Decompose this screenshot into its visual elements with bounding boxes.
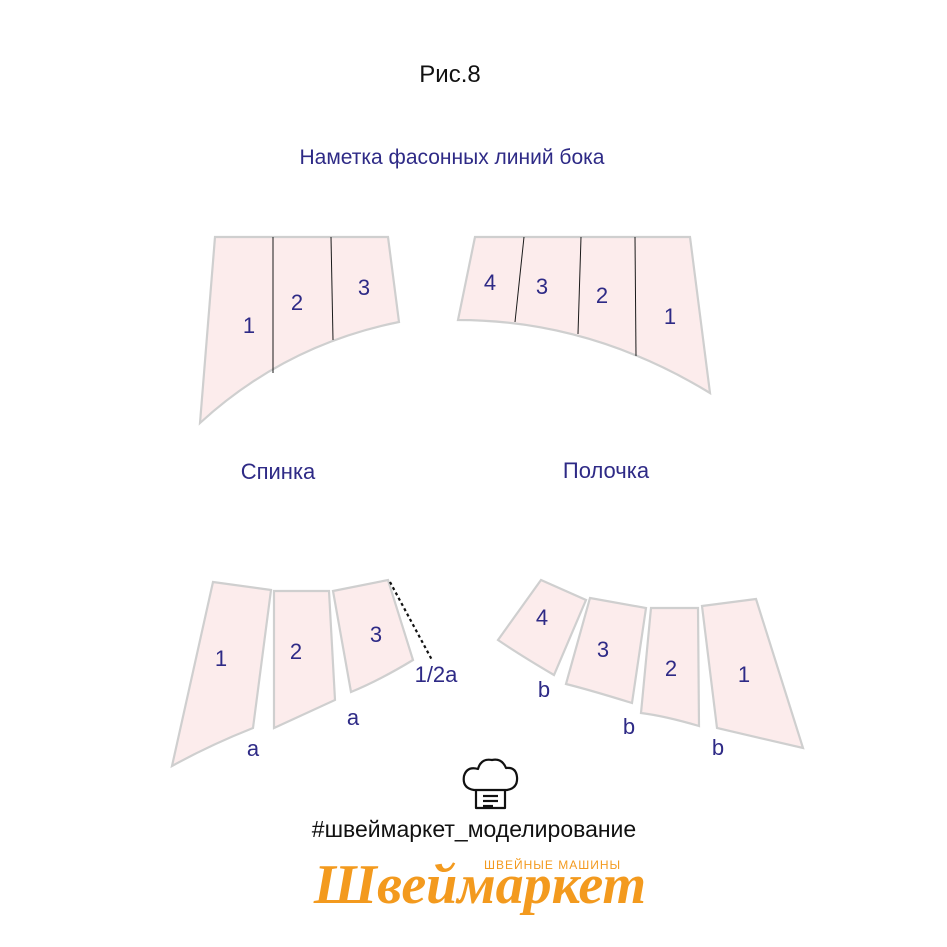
front-panel-number: 3: [536, 274, 548, 299]
front-panel: [564, 596, 648, 705]
cut-label: a: [247, 736, 260, 761]
front-panel-number: 3: [597, 637, 609, 662]
back-style-line-2: [330, 236, 334, 341]
back-panel-number: 2: [290, 639, 302, 664]
back-panel-number: 3: [358, 275, 370, 300]
cut-label: b: [538, 677, 550, 702]
back-panel-number: 1: [215, 646, 227, 671]
back-panel: [170, 580, 273, 769]
cut-label: a: [347, 705, 360, 730]
brand-logo: Швеймаркет ШВЕЙНЫЕ МАШИНЫ: [313, 854, 646, 916]
front-panels-separated: 4 3 2 1 b b b: [496, 578, 805, 760]
back-panel-number: 3: [370, 622, 382, 647]
front-panel: [700, 597, 805, 750]
front-label: Полочка: [563, 458, 650, 483]
chef-hat-icon: [462, 758, 519, 810]
back-piece-marked: 1 2 3: [198, 235, 401, 426]
brand-subtitle: ШВЕЙНЫЕ МАШИНЫ: [484, 857, 621, 872]
front-panel-number: 2: [596, 283, 608, 308]
front-panel-number: 4: [536, 605, 548, 630]
back-panel-number: 1: [243, 313, 255, 338]
cut-label: 1/2a: [415, 662, 459, 687]
diagram-title: Наметка фасонных линий бока: [300, 146, 605, 169]
front-style-line-3: [634, 236, 637, 357]
front-piece-outline: [456, 235, 712, 396]
back-piece-outline: [198, 235, 401, 426]
cut-label: b: [623, 714, 635, 739]
half-a-dotted-line: [389, 581, 433, 661]
hashtag: #швеймаркет_моделирование: [312, 816, 636, 842]
figure-label: Рис.8: [419, 61, 480, 88]
back-panel: [272, 589, 337, 730]
brand-name: Швеймаркет: [313, 854, 646, 916]
front-panel: [639, 606, 701, 728]
front-style-line-1: [514, 236, 525, 323]
front-panel-number: 4: [484, 270, 496, 295]
back-panels-separated: 1 2 3 a a 1/2a: [170, 578, 459, 769]
front-panel-number: 1: [738, 662, 750, 687]
back-panel-number: 2: [291, 290, 303, 315]
back-label: Спинка: [241, 459, 316, 484]
front-panel: [496, 578, 588, 677]
front-panel-number: 2: [665, 656, 677, 681]
cut-label: b: [712, 735, 724, 760]
front-style-line-2: [577, 236, 582, 335]
front-panel-number: 1: [664, 304, 676, 329]
front-piece-marked: 4 3 2 1: [456, 235, 712, 396]
back-panel: [331, 578, 415, 694]
